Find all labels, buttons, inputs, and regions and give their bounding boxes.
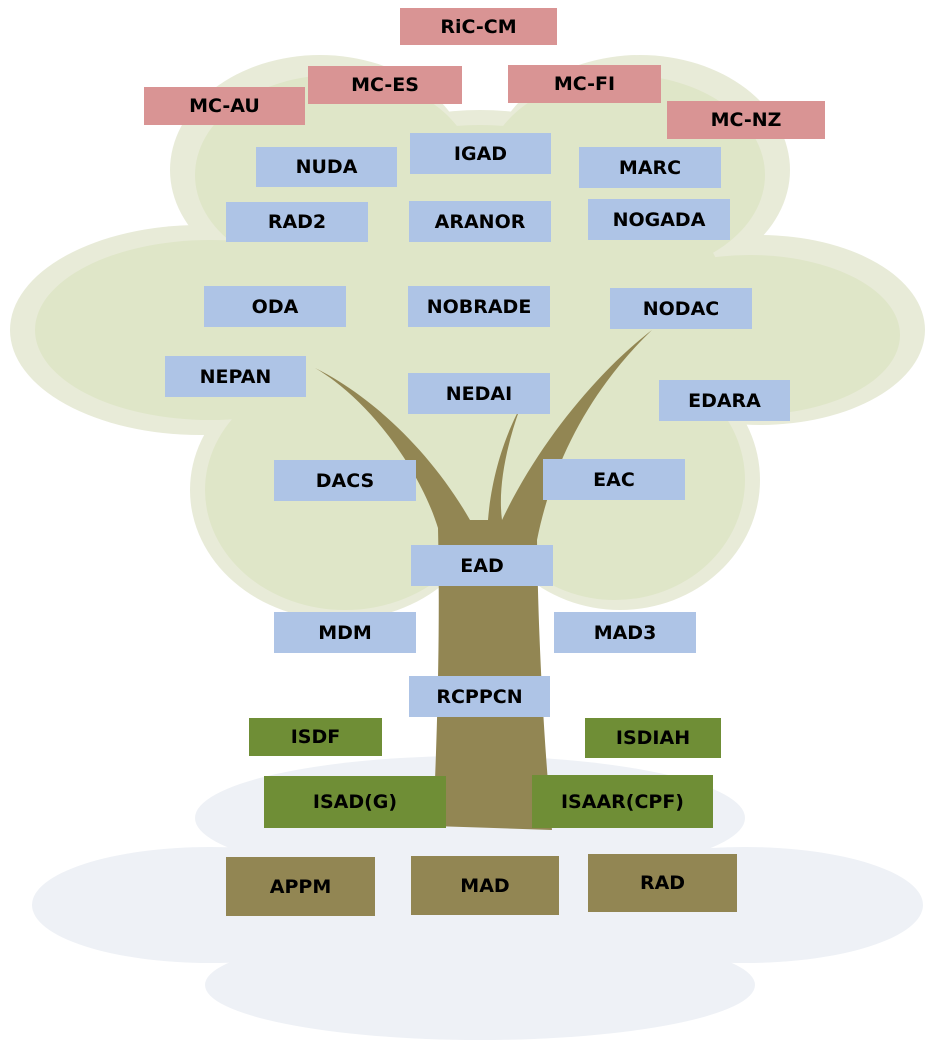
box-rcppcn: RCPPCN — [409, 676, 550, 717]
box-isad-g: ISAD(G) — [264, 776, 446, 828]
box-rad2: RAD2 — [226, 202, 368, 242]
box-mc-nz: MC-NZ — [667, 101, 825, 139]
box-mad3: MAD3 — [554, 612, 696, 653]
box-isdf: ISDF — [249, 718, 382, 756]
box-mc-au: MC-AU — [144, 87, 305, 125]
box-mc-es: MC-ES — [308, 66, 462, 104]
box-nogada: NOGADA — [588, 199, 730, 240]
box-nepan: NEPAN — [165, 356, 306, 397]
box-aranor: ARANOR — [409, 201, 551, 242]
box-appm: APPM — [226, 857, 375, 916]
box-nodac: NODAC — [610, 288, 752, 329]
box-mc-fi: MC-FI — [508, 65, 661, 103]
box-igad: IGAD — [410, 133, 551, 174]
box-oda: ODA — [204, 286, 346, 327]
box-ric-cm: RiC-CM — [400, 8, 557, 45]
box-nuda: NUDA — [256, 147, 397, 187]
box-mdm: MDM — [274, 612, 416, 653]
box-isaar-cpf: ISAAR(CPF) — [532, 775, 713, 828]
box-ead: EAD — [411, 545, 553, 586]
box-marc: MARC — [579, 147, 721, 188]
box-nedai: NEDAI — [408, 373, 550, 414]
box-dacs: DACS — [274, 460, 416, 501]
box-edara: EDARA — [659, 380, 790, 421]
box-eac: EAC — [543, 459, 685, 500]
box-rad: RAD — [588, 854, 737, 912]
box-nobrade: NOBRADE — [408, 286, 550, 327]
box-mad: MAD — [411, 856, 559, 915]
box-isdiah: ISDIAH — [585, 718, 721, 758]
